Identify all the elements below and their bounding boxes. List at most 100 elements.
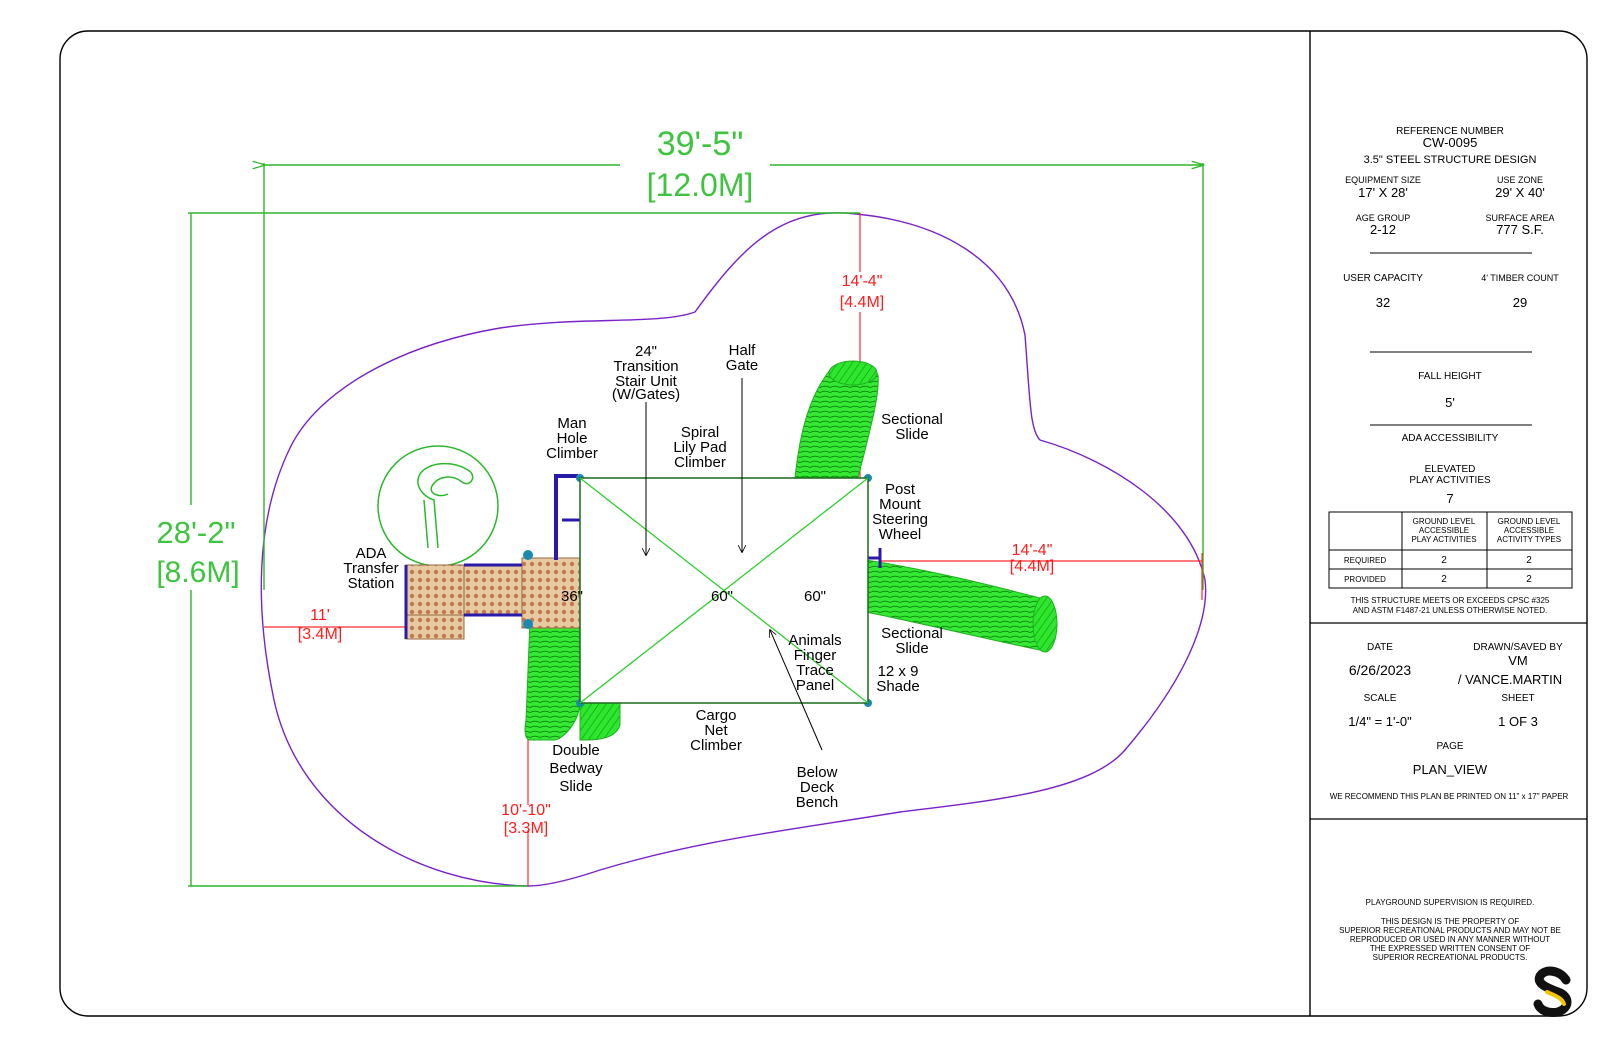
- svg-text:Slide: Slide: [895, 426, 928, 443]
- svg-text:PROVIDED: PROVIDED: [1344, 575, 1386, 584]
- svg-text:Net: Net: [704, 722, 728, 739]
- svg-text:THIS STRUCTURE MEETS OR EXCEED: THIS STRUCTURE MEETS OR EXCEEDS CPSC #32…: [1351, 596, 1550, 605]
- svg-text:PLAY ACTIVITIES: PLAY ACTIVITIES: [1411, 535, 1476, 544]
- svg-text:Deck: Deck: [800, 779, 835, 796]
- svg-text:24": 24": [635, 343, 657, 360]
- svg-text:3.5" STEEL STRUCTURE DESIGN: 3.5" STEEL STRUCTURE DESIGN: [1364, 154, 1537, 166]
- svg-text:777 S.F.: 777 S.F.: [1496, 222, 1544, 237]
- svg-text:5': 5': [1445, 395, 1455, 410]
- svg-text:PAGE: PAGE: [1436, 741, 1463, 752]
- svg-text:[4.4M]: [4.4M]: [840, 294, 884, 311]
- svg-text:Slide: Slide: [895, 640, 928, 657]
- sectional-slide-bottom: [865, 559, 1058, 653]
- svg-text:2: 2: [1526, 555, 1532, 566]
- svg-text:2: 2: [1441, 555, 1447, 566]
- svg-text:AND ASTM F1487-21 UNLESS OTHER: AND ASTM F1487-21 UNLESS OTHERWISE NOTED…: [1353, 606, 1548, 615]
- svg-text:/ VANCE.MARTIN: / VANCE.MARTIN: [1458, 672, 1562, 687]
- svg-text:29: 29: [1513, 295, 1527, 310]
- svg-text:14'-4": 14'-4": [1012, 542, 1053, 559]
- svg-text:Stair Unit: Stair Unit: [615, 373, 678, 390]
- label-cargo-net: Cargo Net Climber: [690, 707, 742, 754]
- svg-text:EQUIPMENT SIZE: EQUIPMENT SIZE: [1345, 175, 1421, 185]
- deck-60a-label: 60": [711, 588, 733, 605]
- svg-text:ADA: ADA: [356, 545, 387, 562]
- svg-text:SURFACE AREA: SURFACE AREA: [1485, 213, 1554, 223]
- f-circle-logo: [377, 445, 499, 567]
- svg-text:Double: Double: [552, 742, 600, 759]
- svg-text:Panel: Panel: [796, 677, 834, 694]
- svg-text:Spiral: Spiral: [681, 424, 719, 441]
- width-label: 39'-5": [657, 125, 744, 163]
- svg-text:11': 11': [310, 607, 330, 624]
- svg-text:Climber: Climber: [546, 445, 598, 462]
- svg-text:Animals: Animals: [788, 632, 841, 649]
- label-sectional-slide-bottom: Sectional Slide: [881, 625, 943, 657]
- svg-text:FALL HEIGHT: FALL HEIGHT: [1418, 371, 1482, 382]
- svg-text:Gate: Gate: [726, 357, 759, 374]
- top-clearance: 14'-4" [4.4M]: [840, 213, 884, 478]
- svg-text:VM: VM: [1508, 653, 1528, 668]
- svg-text:USE ZONE: USE ZONE: [1497, 175, 1543, 185]
- svg-text:6/26/2023: 6/26/2023: [1349, 662, 1411, 678]
- shade-canopy: [579, 477, 869, 704]
- svg-text:REPRODUCED OR USED IN ANY MANN: REPRODUCED OR USED IN ANY MANNER WITHOUT: [1350, 935, 1550, 944]
- svg-text:SUPERIOR RECREATIONAL PRODUCTS: SUPERIOR RECREATIONAL PRODUCTS AND MAY N…: [1339, 926, 1561, 935]
- label-shade: 12 x 9 Shade: [876, 663, 919, 695]
- svg-text:(W/Gates): (W/Gates): [612, 386, 680, 403]
- ada-activity-table: GROUND LEVEL ACCESSIBLE PLAY ACTIVITIES …: [1328, 511, 1573, 589]
- svg-text:ACCESSIBLE: ACCESSIBLE: [1504, 526, 1554, 535]
- svg-text:Sectional: Sectional: [881, 625, 943, 642]
- label-spiral-climber: Spiral Lily Pad Climber: [673, 424, 726, 471]
- svg-text:REQUIRED: REQUIRED: [1344, 556, 1386, 565]
- width-metric-label: [12.0M]: [647, 167, 754, 203]
- svg-text:Cargo: Cargo: [696, 707, 737, 724]
- svg-text:4' TIMBER COUNT: 4' TIMBER COUNT: [1481, 273, 1559, 283]
- svg-text:SCALE: SCALE: [1364, 693, 1397, 704]
- right-clearance: 14'-4" [4.4M]: [880, 542, 1203, 600]
- label-transition-stair: 24" Transition Stair Unit (W/Gates): [612, 343, 680, 403]
- ada-transfer-station: [404, 557, 581, 640]
- svg-text:Lily Pad: Lily Pad: [673, 439, 726, 456]
- label-animals-panel: Animals Finger Trace Panel: [788, 632, 841, 694]
- svg-text:10'-10": 10'-10": [501, 802, 551, 819]
- label-bench: Below Deck Bench: [796, 764, 839, 811]
- svg-text:Shade: Shade: [876, 678, 919, 695]
- deck-60b-label: 60": [804, 588, 826, 605]
- left-clearance: 11' [3.4M]: [264, 607, 406, 643]
- svg-text:PLAYGROUND SUPERVISION IS REQU: PLAYGROUND SUPERVISION IS REQUIRED.: [1366, 898, 1535, 907]
- label-half-gate: Half Gate: [726, 342, 759, 374]
- svg-text:[4.4M]: [4.4M]: [1010, 558, 1054, 575]
- svg-text:[3.3M]: [3.3M]: [504, 820, 548, 837]
- svg-text:Transition: Transition: [613, 358, 678, 375]
- svg-text:Man: Man: [557, 415, 586, 432]
- svg-text:Below: Below: [797, 764, 838, 781]
- svg-text:17' X 28': 17' X 28': [1358, 185, 1408, 200]
- svg-text:SUPERIOR RECREATIONAL PRODUCTS: SUPERIOR RECREATIONAL PRODUCTS.: [1373, 953, 1528, 962]
- svg-text:2-12: 2-12: [1370, 222, 1396, 237]
- svg-text:Hole: Hole: [557, 430, 588, 447]
- depth-label: 28'-2": [157, 515, 236, 550]
- svg-text:Half: Half: [729, 342, 757, 359]
- man-hole-climber: [554, 474, 582, 560]
- svg-text:2: 2: [1526, 574, 1532, 585]
- svg-text:DRAWN/SAVED BY: DRAWN/SAVED BY: [1473, 642, 1563, 653]
- label-steering-wheel: Post Mount Steering Wheel: [872, 481, 928, 543]
- svg-text:Finger: Finger: [794, 647, 837, 664]
- svg-text:Station: Station: [348, 575, 395, 592]
- svg-text:GROUND LEVEL: GROUND LEVEL: [1413, 517, 1476, 526]
- svg-text:GROUND LEVEL: GROUND LEVEL: [1498, 517, 1561, 526]
- svg-text:2: 2: [1441, 574, 1447, 585]
- svg-text:ACTIVITY TYPES: ACTIVITY TYPES: [1497, 535, 1561, 544]
- svg-text:32: 32: [1376, 295, 1390, 310]
- svg-text:Mount: Mount: [879, 496, 922, 513]
- svg-text:Bench: Bench: [796, 794, 839, 811]
- svg-text:CW-0095: CW-0095: [1423, 135, 1478, 150]
- svg-text:Sectional: Sectional: [881, 411, 943, 428]
- sheet-border: [59, 30, 1588, 1017]
- sectional-slide-top: [794, 360, 879, 479]
- svg-text:Transfer: Transfer: [343, 560, 398, 577]
- svg-text:ELEVATED: ELEVATED: [1425, 464, 1476, 475]
- svg-text:7: 7: [1446, 491, 1453, 506]
- svg-text:Slide: Slide: [559, 778, 592, 795]
